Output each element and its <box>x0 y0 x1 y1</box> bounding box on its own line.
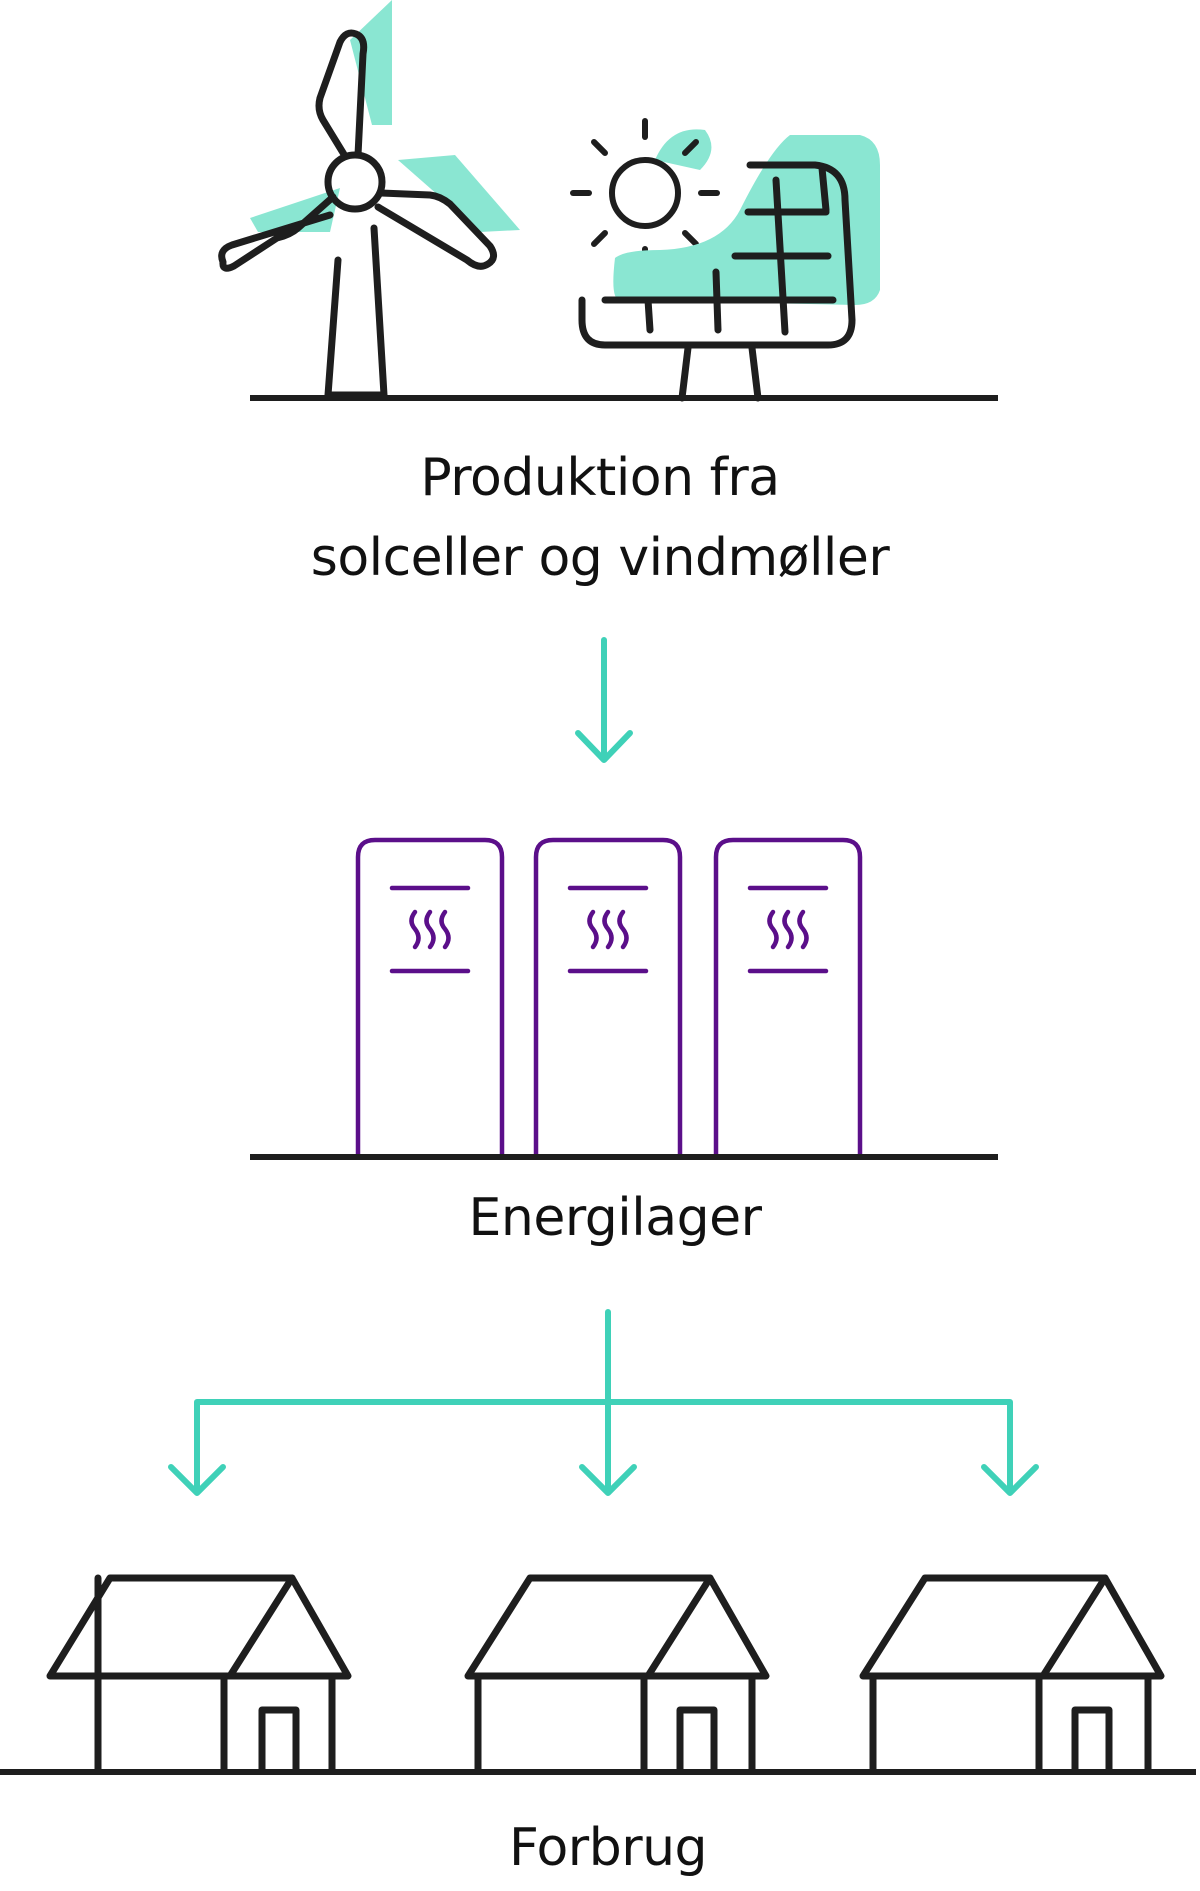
production-label-line1: Produktion fra <box>420 448 780 508</box>
wind-turbine-icon <box>218 0 520 399</box>
arrow-down-icon <box>575 637 633 763</box>
storage-unit-icon <box>355 837 505 1158</box>
branch-arrows <box>168 1309 1039 1496</box>
arrow-down-icon <box>168 1464 226 1496</box>
storage-label: Energilager <box>468 1188 762 1248</box>
arrow-down-icon <box>981 1464 1039 1496</box>
production-label-line2: solceller og vindmøller <box>310 528 890 588</box>
storage-unit-icon <box>713 837 863 1158</box>
house-icon <box>859 1574 1165 1774</box>
arrow-down-icon <box>579 1464 637 1496</box>
storage-unit-icon <box>533 837 683 1158</box>
house-icon <box>464 1574 770 1774</box>
solar-panel-icon <box>578 135 880 402</box>
consumption-label: Forbrug <box>508 1818 708 1878</box>
house-icon <box>46 1574 352 1774</box>
production-label: Produktion fra solceller og vindmøller <box>0 438 1200 598</box>
sun-icon <box>570 118 720 268</box>
